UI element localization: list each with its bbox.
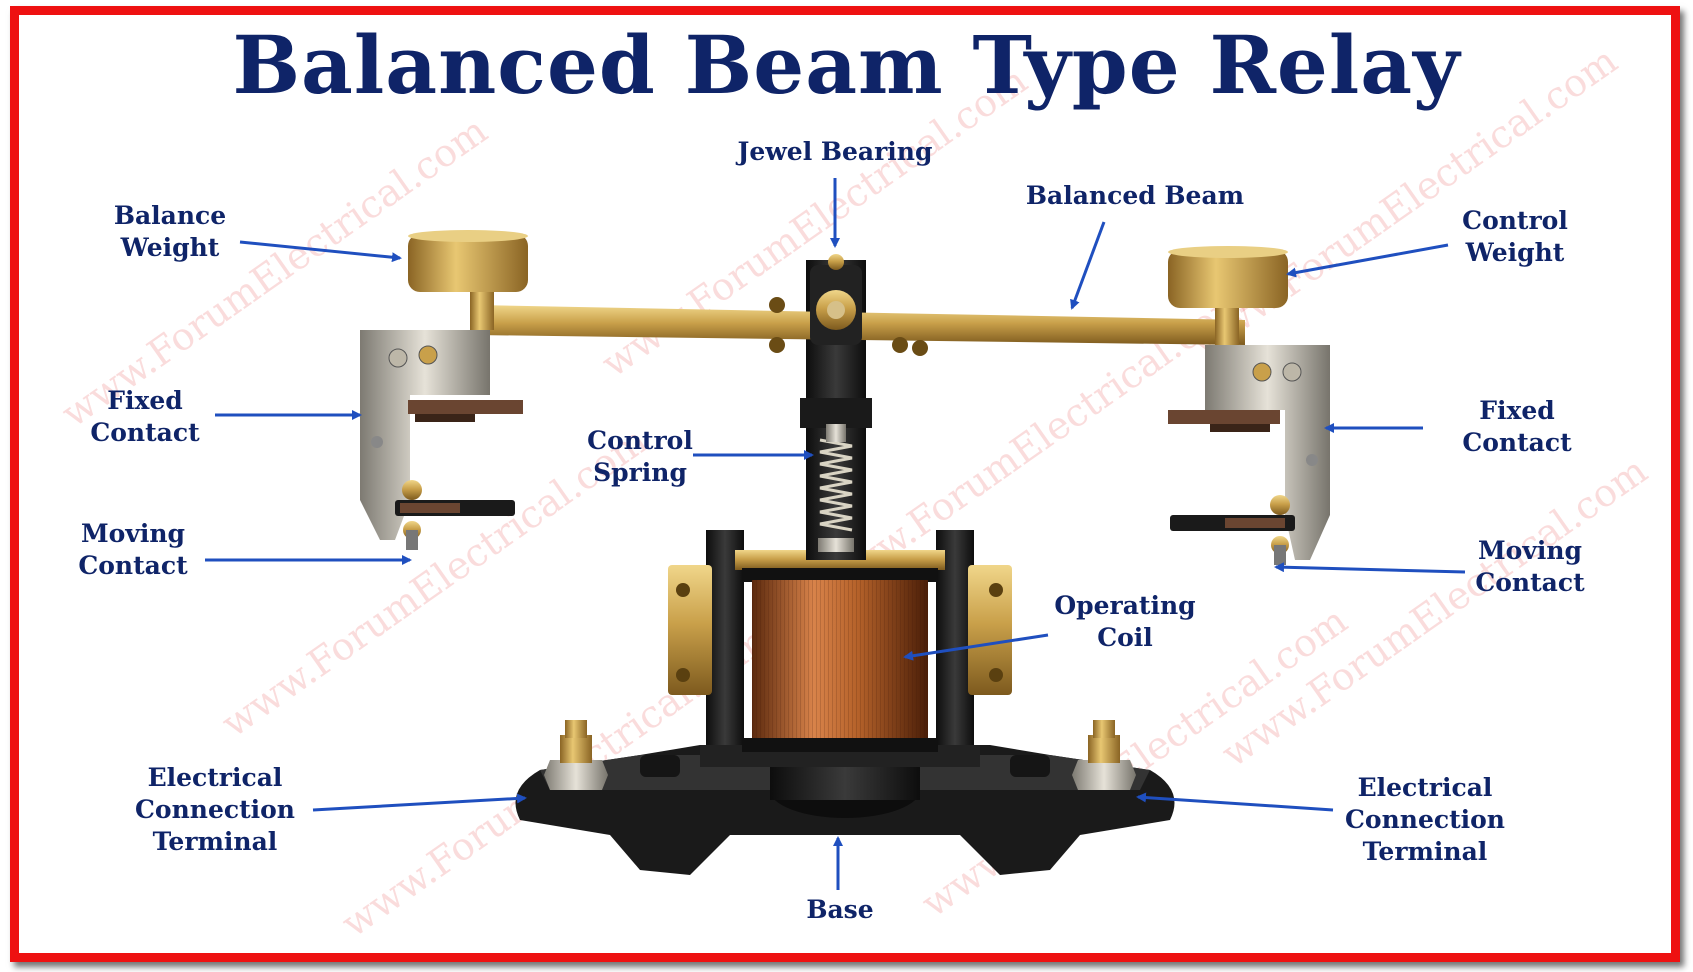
label-balanced-beam: Balanced Beam [1025,181,1245,210]
arrow-balanced-beam [1070,221,1106,310]
arrow-control-weight [1286,243,1449,278]
label-control-weight: Control Weight [1462,206,1568,267]
label-balance-weight: Balance Weight [113,201,227,262]
left-contact-bracket [360,330,523,540]
label-fixed-contact-right: Fixed Contact [1462,396,1572,457]
jewel-bearing [810,254,862,345]
balance-weight [408,230,528,330]
label-operating-coil: Operating Coil [1054,591,1196,652]
callout-arrows [205,178,1466,890]
control-weight [1168,246,1288,345]
arrow-terminal-left [312,793,527,812]
label-fixed-contact-left: Fixed Contact [90,386,200,447]
control-spring [819,438,853,532]
label-moving-contact-right: Moving Contact [1475,536,1585,597]
left-brass-plate [668,565,712,695]
arrow-moving-contact-right [1274,562,1466,574]
operating-coil [742,568,938,752]
right-brass-plate [968,565,1012,695]
label-jewel-bearing: Jewel Bearing [737,137,933,166]
arrow-terminal-right [1136,792,1334,812]
left-terminal [544,720,608,790]
right-moving-contact [1170,495,1295,565]
right-terminal [1072,720,1136,790]
base-bolts [640,755,1050,777]
right-contact-bracket [1168,345,1330,560]
left-moving-contact [395,480,515,550]
label-terminal-left: Electrical Connection Terminal [135,763,295,856]
label-control-spring: Control Spring [587,426,693,487]
label-moving-contact-left: Moving Contact [78,519,188,580]
page-title: Balanced Beam Type Relay [232,18,1461,112]
spring-cap [826,424,846,442]
arrow-balance-weight [239,240,402,263]
label-terminal-right: Electrical Connection Terminal [1345,773,1505,866]
arrow-operating-coil [903,633,1049,661]
label-base: Base [806,895,874,924]
